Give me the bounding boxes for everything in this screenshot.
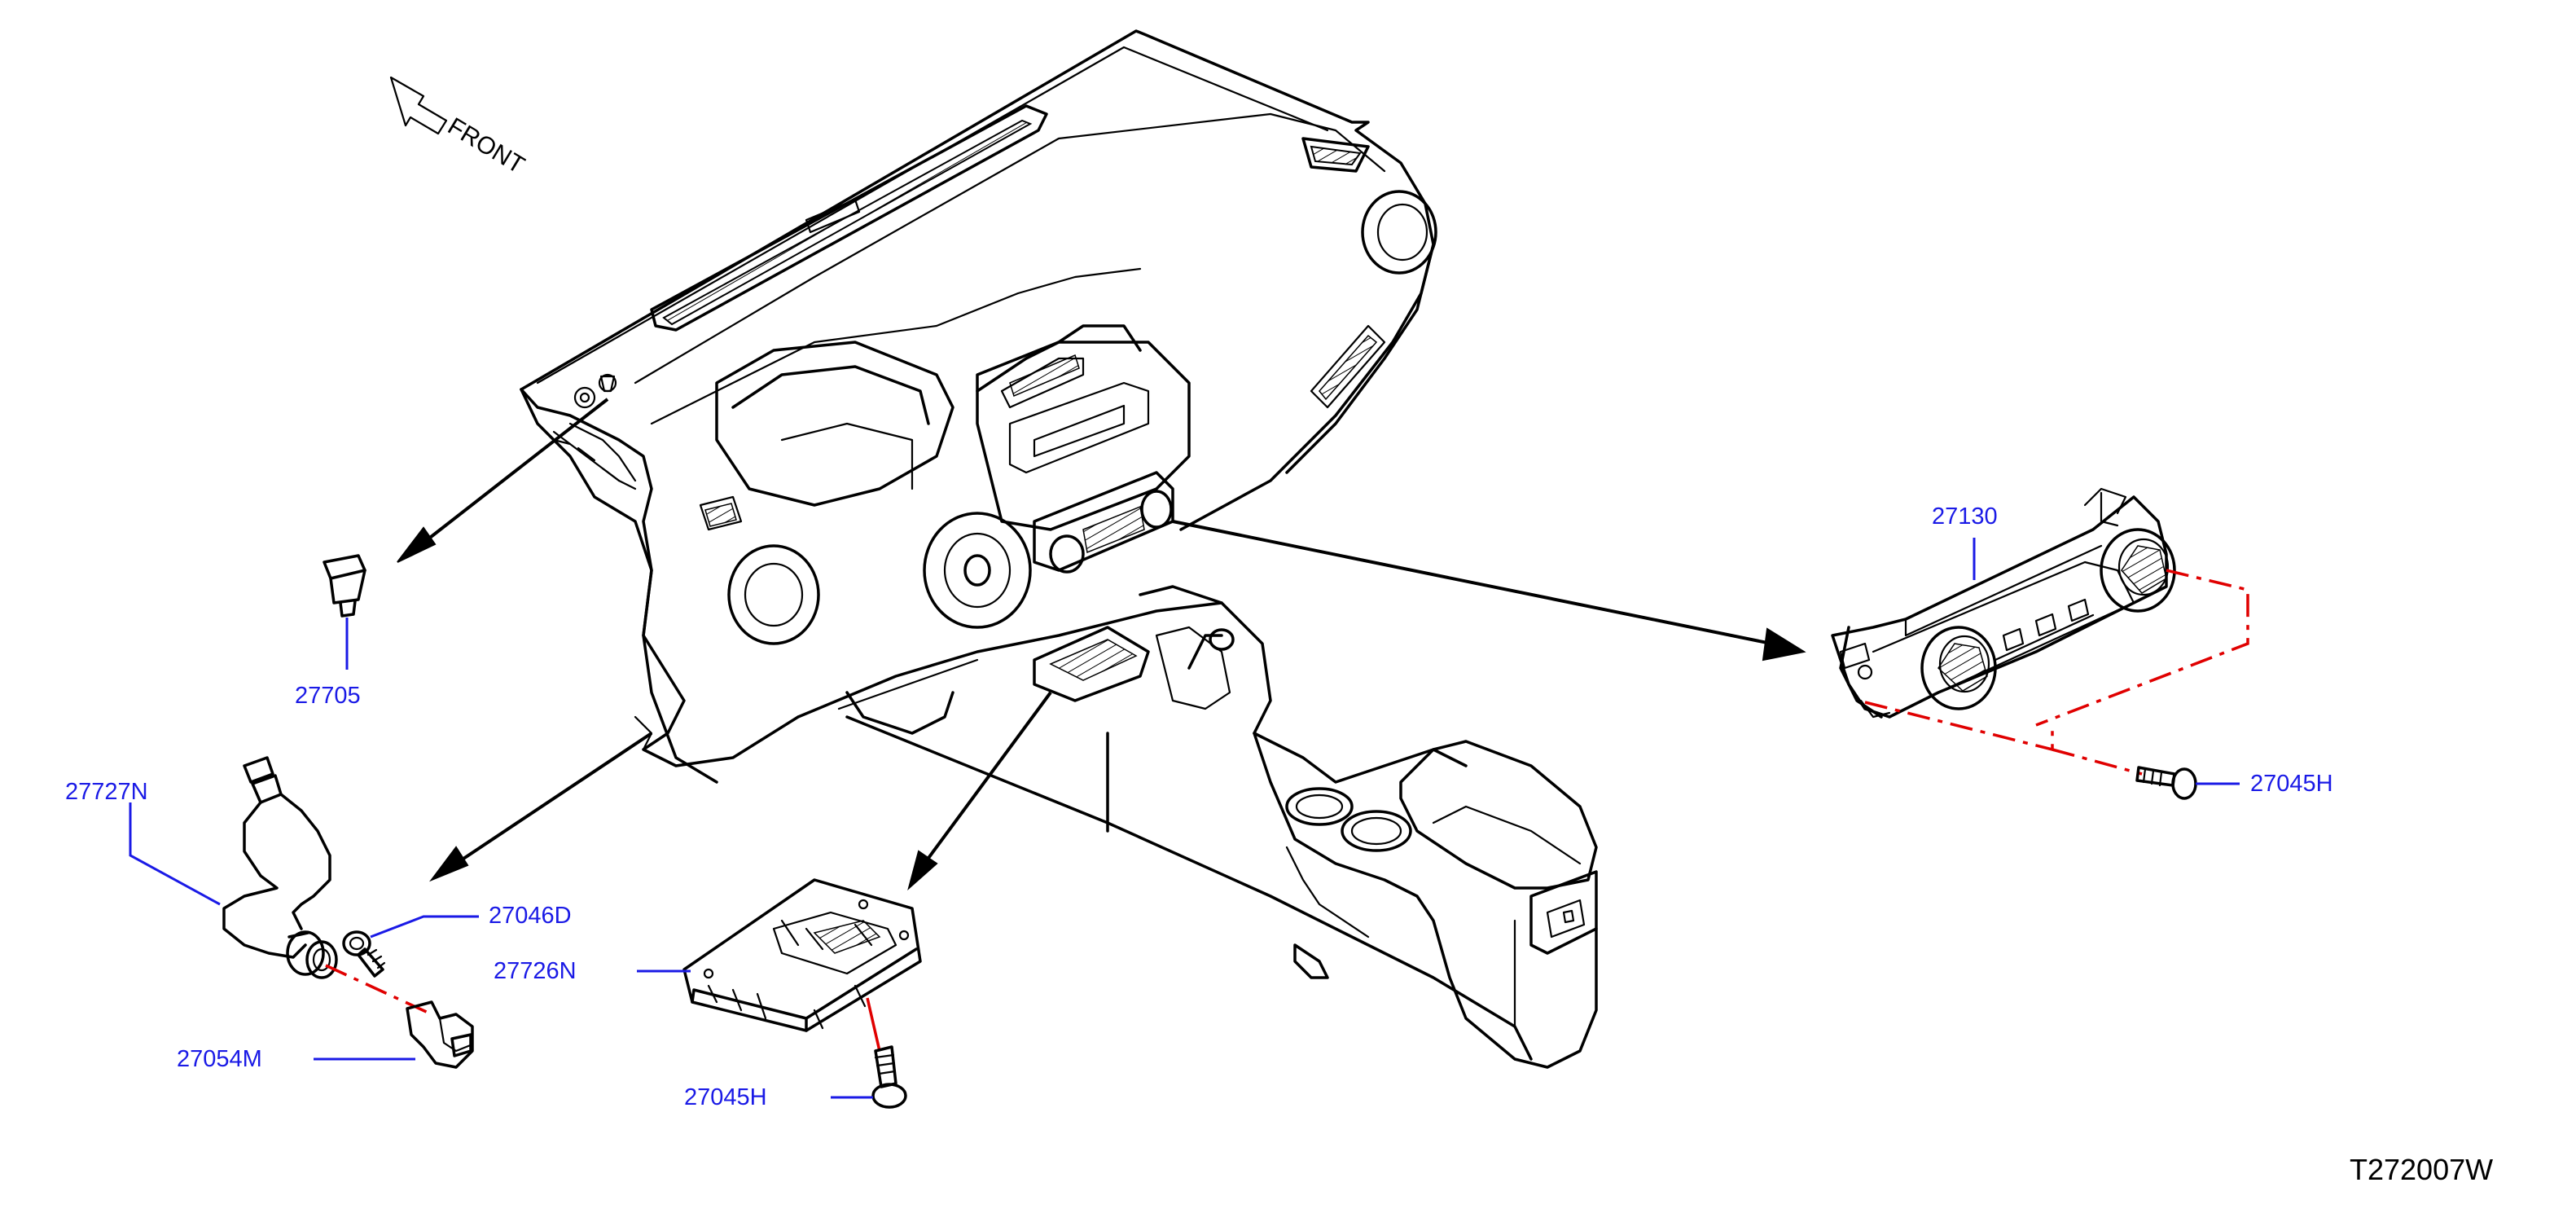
callout-27727N: 27727N	[65, 779, 148, 805]
callout-27726N: 27726N	[494, 958, 577, 984]
control-module-27726N	[637, 878, 922, 1032]
callout-27045H-bottom: 27045H	[684, 1084, 767, 1110]
aspirator-duct-27727N	[129, 756, 338, 979]
clip-27705	[323, 554, 366, 670]
callout-27130: 27130	[1932, 503, 1998, 530]
reference-lines-27130	[1864, 569, 2249, 776]
callout-27045H-right: 27045H	[2250, 771, 2333, 797]
sensor-27054M	[314, 1000, 474, 1069]
module-in-situ	[1033, 626, 1150, 702]
center-console	[845, 585, 1598, 1069]
climate-control-27130	[1831, 487, 2176, 719]
front-arrow-icon	[389, 76, 448, 135]
screw-27045H-bottom	[831, 1045, 907, 1109]
callout-27054M: 27054M	[177, 1046, 262, 1072]
callout-27705: 27705	[295, 683, 361, 709]
leader-arrows	[397, 398, 1806, 890]
figure-code: T272007W	[2350, 1153, 2494, 1186]
callout-27046D: 27046D	[489, 903, 572, 929]
instrument-panel	[520, 29, 1437, 784]
screw-27046D	[342, 915, 479, 978]
screw-27045H-right	[2135, 766, 2240, 800]
